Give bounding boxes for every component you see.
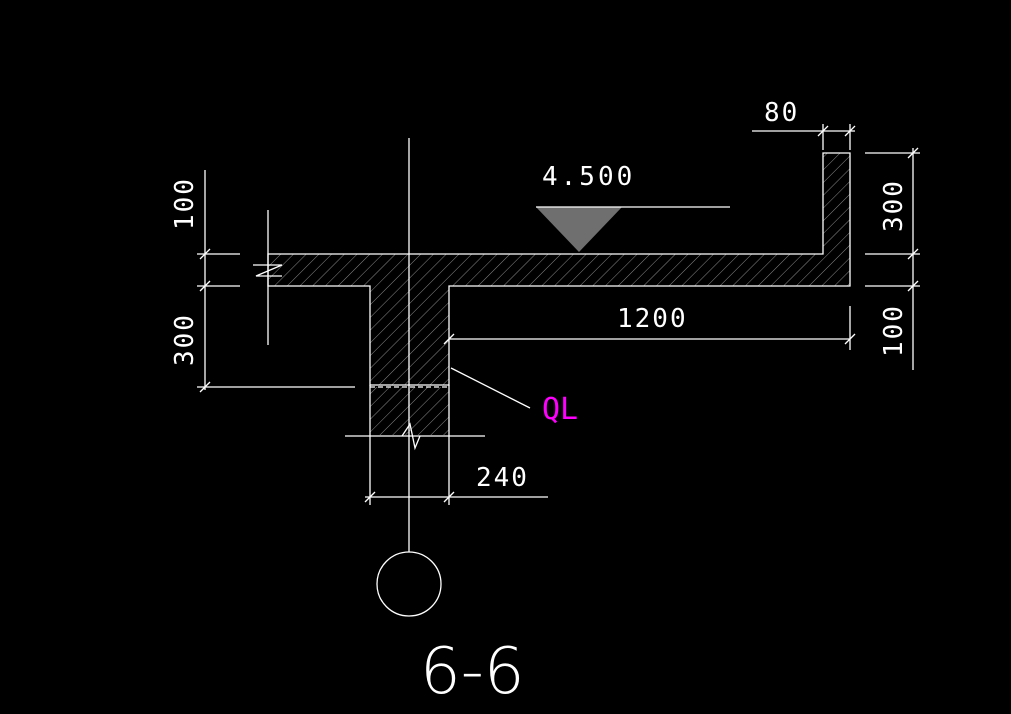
dim-slab-thickness-right: 100 xyxy=(879,304,909,357)
dim-slab-thickness-left: 100 xyxy=(170,177,200,230)
axis-bubble xyxy=(376,551,442,617)
tick xyxy=(443,491,455,503)
beam-tag-leader xyxy=(450,367,531,409)
dim-cantilever-length: 1200 xyxy=(617,304,688,334)
tick xyxy=(907,248,919,260)
dim-beam-depth: 300 xyxy=(170,313,200,366)
wall-break-symbol xyxy=(401,422,421,451)
tick xyxy=(364,491,376,503)
dim-upturn-width: 80 xyxy=(764,98,799,128)
tick xyxy=(907,147,919,159)
tick xyxy=(199,248,211,260)
elevation-value: 4.500 xyxy=(542,162,635,192)
beam-tag: QL xyxy=(542,392,578,427)
tick xyxy=(844,125,856,137)
elevation-triangle xyxy=(536,207,622,252)
concrete-section xyxy=(267,152,851,386)
dim-upturn-height: 300 xyxy=(879,179,909,232)
tick xyxy=(907,280,919,292)
tick xyxy=(199,381,211,393)
tick xyxy=(844,333,856,345)
tick xyxy=(817,125,829,137)
tick xyxy=(443,333,455,345)
dim-beam-width: 240 xyxy=(476,463,529,493)
slab-break-symbol xyxy=(253,264,283,277)
section-label: 6-6 xyxy=(420,635,525,709)
tick xyxy=(199,280,211,292)
